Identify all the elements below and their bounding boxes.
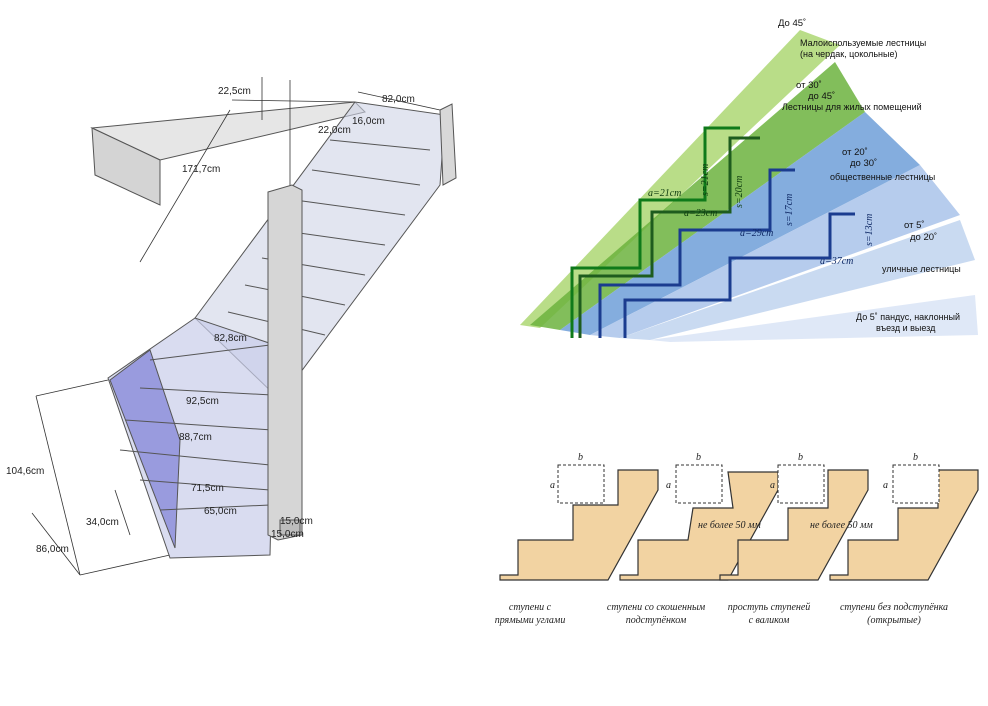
step-captions: ступени с прямыми углами ступени со скош…: [495, 602, 948, 626]
band1-desc1: Малоиспользуемые лестницы: [800, 38, 926, 48]
winder-flight: [107, 317, 276, 559]
caption-1-line1: ступени с: [509, 602, 552, 613]
caption-2-line2: подступёнком: [626, 615, 687, 626]
dim-top-offset: 22,5cm: [218, 86, 251, 97]
label-a37: a=37cm: [820, 256, 853, 267]
slope-diagram: До 45˚ Малоиспользуемые лестницы (на чер…: [520, 18, 978, 342]
note-2: не более 50 мм: [698, 520, 761, 531]
dim-a-1: a: [550, 480, 555, 491]
note-3: не более 50 мм: [810, 520, 873, 531]
staircase-drawing: 22,5cm 82,0cm 22,0cm 16,0cm 171,7cm 82,8…: [6, 77, 457, 576]
step-dimension-labels: b a b a b a b a не более 50 мм не более …: [550, 452, 918, 531]
dim-w2: 92,5cm: [186, 396, 219, 407]
label-s17: s=17cm: [784, 194, 795, 226]
dim-flight-length: 171,7cm: [182, 164, 220, 175]
caption-1-line2: прямыми углами: [495, 615, 566, 626]
dim-a-4: a: [883, 480, 888, 491]
caption-4-line2: (открытые): [867, 615, 921, 626]
dim-b-1: b: [578, 452, 583, 463]
dim-height-upper: 104,6cm: [6, 466, 44, 477]
band5-desc2: въезд и выезд: [876, 323, 936, 333]
dim-post-b: 15,0cm: [271, 529, 304, 540]
band5-desc1: До 5˚ пандус, наклонный: [856, 312, 960, 322]
label-s21: s=21cm: [700, 164, 711, 196]
label-s20: s=20cm: [734, 176, 745, 208]
caption-2-line1: ступени со скошенным: [607, 602, 706, 613]
band3-range1: от 20˚: [842, 147, 868, 158]
dim-a-3: a: [770, 480, 775, 491]
band2-range2: до 45˚: [808, 91, 835, 102]
step-type-4: [829, 464, 979, 581]
band1-range: До 45˚: [778, 18, 806, 29]
band3-range2: до 30˚: [850, 158, 877, 169]
label-a21: a=21cm: [648, 188, 681, 199]
band2-desc: Лестницы для жилых помещений: [782, 102, 922, 112]
dim-height-step: 34,0cm: [86, 517, 119, 528]
caption-4-line1: ступени без подступёнка: [840, 602, 948, 613]
label-a23: a=23cm: [684, 208, 717, 219]
dim-b-4: b: [913, 452, 918, 463]
dim-w4: 71,5cm: [191, 483, 224, 494]
dim-b-2: b: [696, 452, 701, 463]
band4-range2: до 20˚: [910, 232, 937, 243]
dim-top-b: 16,0cm: [352, 116, 385, 127]
dim-post-a: 15,0cm: [280, 516, 313, 527]
slope-text: До 45˚ Малоиспользуемые лестницы (на чер…: [648, 18, 961, 333]
label-s13: s=13cm: [864, 214, 875, 246]
step-type-3: [719, 464, 869, 581]
newel-post: [267, 184, 303, 541]
caption-3-line2: с валиком: [749, 615, 790, 626]
band4-range1: от 5˚: [904, 220, 925, 231]
dimension-lines: [31, 77, 441, 576]
step-type-1: [499, 464, 659, 581]
dim-a-2: a: [666, 480, 671, 491]
label-a29: a=29cm: [740, 228, 773, 239]
step-types: b a b a b a b a не более 50 мм не более …: [495, 452, 979, 626]
band4-desc: уличные лестницы: [882, 264, 961, 274]
band2-range1: от 30˚: [796, 80, 822, 91]
dim-w3: 88,7cm: [179, 432, 212, 443]
band3-desc: общественные лестницы: [830, 172, 935, 182]
step-profiles: [570, 126, 855, 338]
top-landing: [90, 101, 366, 206]
dim-height-lower: 86,0cm: [36, 544, 69, 555]
dim-width-top: 82,0cm: [382, 94, 415, 105]
dim-top-a: 22,0cm: [318, 125, 351, 136]
dim-w1: 82,8cm: [214, 333, 247, 344]
dimension-labels: 22,5cm 82,0cm 22,0cm 16,0cm 171,7cm 82,8…: [6, 86, 415, 555]
caption-3-line1: проступь ступеней: [728, 602, 811, 613]
slope-bands: [520, 30, 978, 342]
band1-desc2: (на чердак, цокольные): [800, 49, 897, 59]
dim-b-3: b: [798, 452, 803, 463]
dim-w5: 65,0cm: [204, 506, 237, 517]
